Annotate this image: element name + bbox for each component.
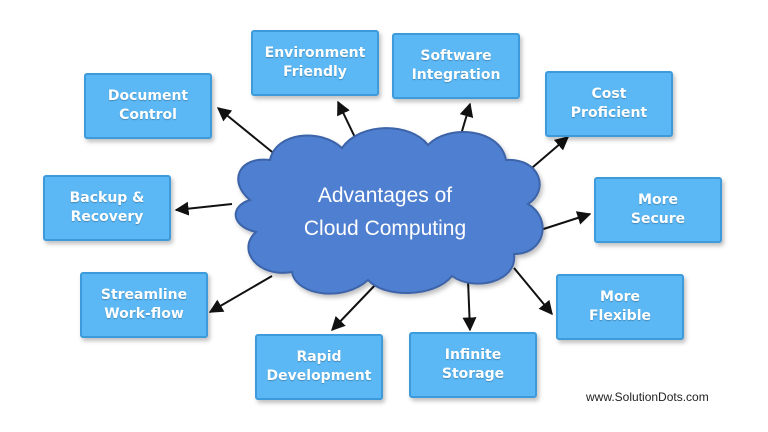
node-more-flexible: More Flexible: [556, 274, 684, 340]
node-cost-proficient: Cost Proficient: [545, 71, 673, 137]
node-streamline-workflow: Streamline Work-flow: [80, 272, 208, 338]
watermark-url: www.SolutionDots.com: [586, 390, 709, 404]
cloud-center-title: Advantages of Cloud Computing: [303, 184, 467, 240]
arrow-infinite-storage: [462, 279, 477, 332]
node-software-integration: Software Integration: [392, 33, 520, 99]
node-document-control: Document Control: [84, 73, 212, 139]
arrow-backup-recovery: [174, 201, 233, 216]
node-more-secure: More Secure: [594, 177, 722, 243]
node-infinite-storage: Infinite Storage: [409, 332, 537, 398]
node-environment-friendly: Environment Friendly: [251, 30, 379, 96]
arrow-more-flexible: [513, 267, 553, 316]
cloud-shape: [234, 127, 544, 295]
node-backup-recovery: Backup & Recovery: [43, 175, 171, 241]
arrow-document-control: [216, 107, 283, 161]
arrow-rapid-development: [331, 281, 379, 332]
node-rapid-development: Rapid Development: [255, 334, 383, 400]
arrow-streamline-workflow: [208, 275, 273, 313]
